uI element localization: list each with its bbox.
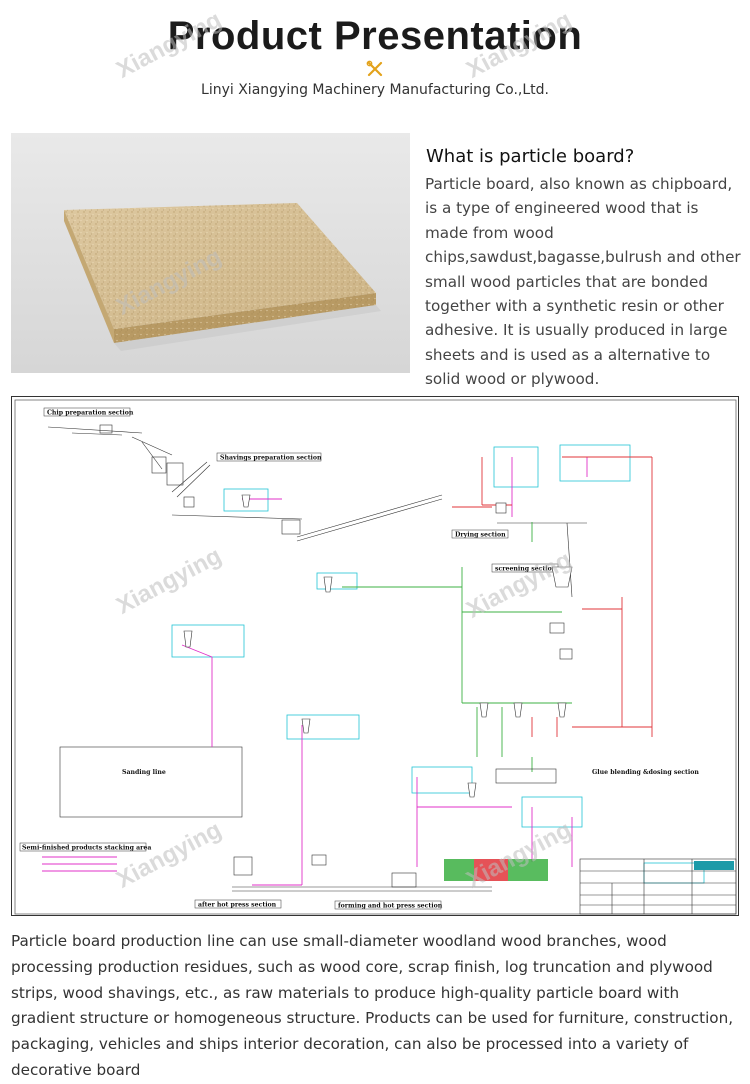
intro-heading: What is particle board? bbox=[426, 146, 635, 167]
particle-board-photo bbox=[11, 133, 410, 373]
label-stacking: Semi-finished products stacking area bbox=[22, 845, 151, 852]
label-sanding: Sanding line bbox=[122, 769, 166, 776]
description-paragraph: Particle board production line can use s… bbox=[11, 932, 734, 1079]
tools-icon bbox=[366, 60, 383, 77]
label-screening: screening section bbox=[495, 566, 557, 573]
label-chip: Chip preparation section bbox=[47, 410, 134, 417]
production-line-diagram: Chip preparation section Shavings prepar… bbox=[11, 396, 739, 916]
label-forming: forming and hot press section bbox=[338, 903, 443, 910]
label-drying: Drying section bbox=[455, 532, 506, 539]
page-title: Product Presentation bbox=[167, 14, 583, 58]
intro-body: Particle board, also known as chipboard,… bbox=[425, 175, 741, 389]
label-after-press: after hot press section bbox=[198, 902, 277, 909]
company-name: Linyi Xiangying Machinery Manufacturing … bbox=[201, 82, 549, 98]
label-glue: Glue blending &dosing section bbox=[592, 769, 699, 776]
label-shavings: Shavings preparation section bbox=[220, 455, 322, 462]
